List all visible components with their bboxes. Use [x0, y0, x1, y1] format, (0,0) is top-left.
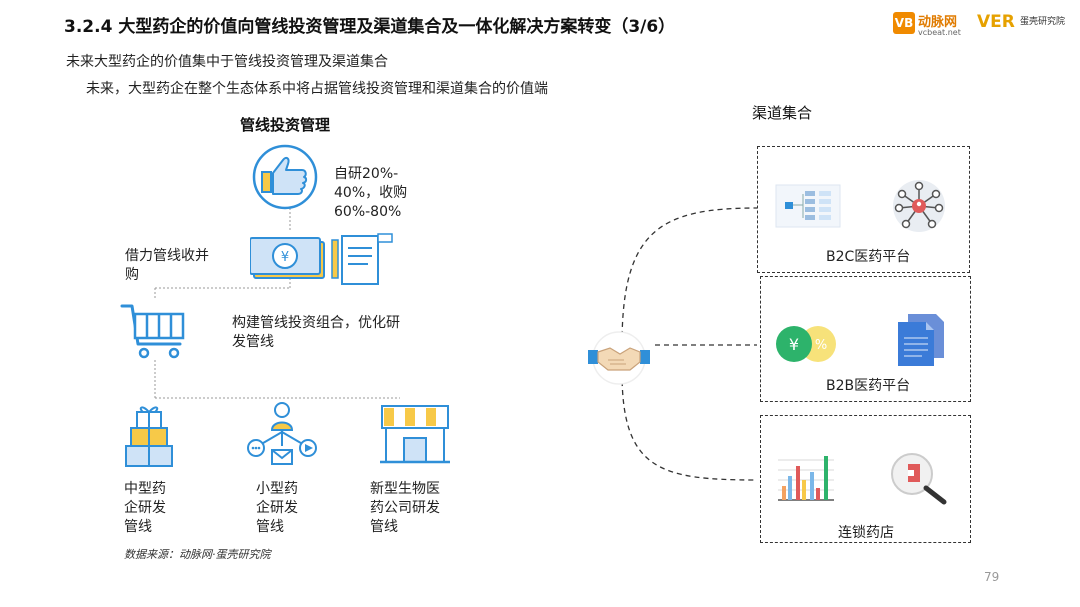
ver-logo-mark: VER: [977, 12, 1015, 32]
vcbeat-logo-name: 动脉网: [918, 15, 958, 30]
channel-integration-heading: 渠道集合: [752, 104, 813, 122]
chain-pharmacy-label: 连锁药店: [838, 525, 894, 541]
vcbeat-logo-mark: VB: [893, 12, 915, 34]
data-source-note: 数据来源：动脉网·蛋壳研究院: [124, 548, 271, 561]
chain-pharmacy-box: [760, 415, 971, 543]
build-portfolio-text: 构建管线投资组合，优化研 发管线: [232, 315, 400, 350]
vcbeat-logo-url: vcbeat.net: [918, 28, 961, 37]
gift-boxes-icon: [125, 406, 173, 467]
documents-icon: [898, 314, 944, 366]
shopping-cart-icon: [120, 304, 185, 359]
description: 未来，大型药企在整个生态体系中将占据管线投资管理和渠道集合的价值端: [86, 81, 548, 97]
page-title: 3.2.4 大型药企的价值向管线投资管理及渠道集合及一体化解决方案转变（3/6）: [64, 17, 676, 37]
biotech-pipeline-text: 新型生物医 药公司研发 管线: [370, 481, 440, 535]
storefront-icon: [380, 405, 450, 464]
mid-pharma-pipeline-text: 中型药 企研发 管线: [124, 481, 166, 535]
flowchart-icon: [775, 184, 841, 228]
b2c-platform-label: B2C医药平台: [826, 249, 911, 265]
hub-network-icon: [893, 180, 945, 232]
page-number: 79: [984, 570, 1000, 584]
svg-text:¥: ¥: [281, 250, 289, 265]
currency-coins-icon: % ¥: [776, 326, 836, 362]
money-contract-icon: ¥: [250, 233, 393, 285]
bar-chart-icon: [778, 456, 834, 501]
svg-text:%: %: [815, 338, 827, 353]
magnifier-icon: [891, 453, 947, 505]
ver-logo-name: 蛋壳研究院: [1020, 17, 1066, 27]
pipeline-management-heading: 管线投资管理: [240, 116, 331, 134]
borrow-acquisition-text: 借力管线收并 购: [125, 248, 209, 283]
handshake-icon: [588, 331, 650, 385]
subtitle: 未来大型药企的价值集中于管线投资管理及渠道集合: [66, 54, 388, 70]
svg-text:¥: ¥: [789, 335, 799, 354]
b2b-platform-label: B2B医药平台: [826, 378, 911, 394]
thumbs-up-icon: [252, 144, 318, 210]
self-research-text: 自研20%- 40%，收购 60%-80%: [334, 166, 408, 220]
communication-network-icon: [247, 402, 317, 465]
small-pharma-pipeline-text: 小型药 企研发 管线: [256, 481, 298, 535]
